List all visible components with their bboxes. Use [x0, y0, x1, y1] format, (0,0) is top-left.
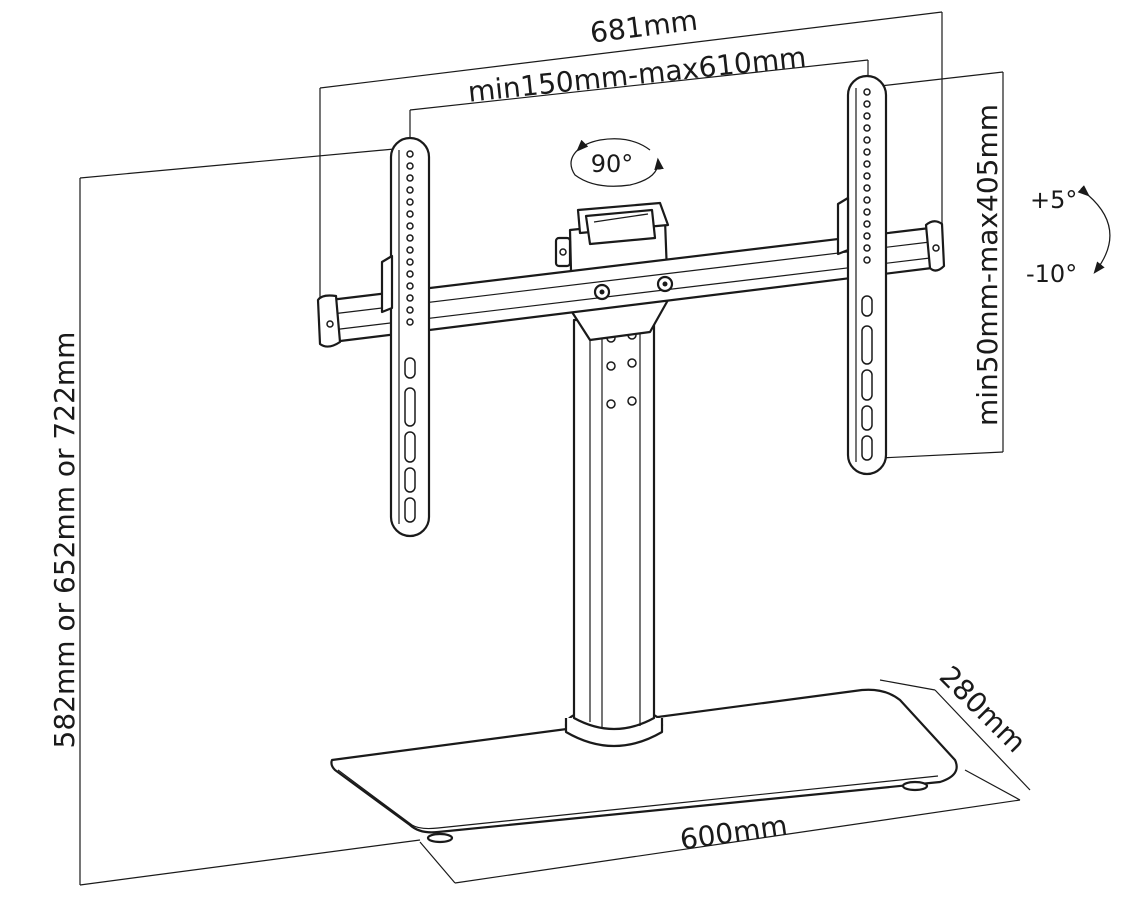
left-vesa-arm: [380, 136, 431, 538]
width-dimension-line: [319, 11, 943, 89]
base-width-dimension-line: [454, 799, 1021, 884]
base-plate: [330, 688, 958, 844]
swivel-indicator: 90°: [570, 138, 664, 187]
left-arm-slots: [404, 357, 416, 523]
height-extension-bottom: [79, 839, 421, 886]
tilt-down-label: -10°: [1026, 260, 1077, 288]
vesa-horizontal-dimension-line: [409, 59, 869, 111]
right-arm-slots: [861, 295, 873, 461]
total-width-label: 681mm: [588, 4, 699, 50]
left-arm-holes: [406, 150, 414, 326]
base-width-extension-left: [419, 841, 456, 884]
vesa-horizontal-label: min150mm-max610mm: [466, 40, 807, 108]
dimension-lines: [79, 11, 1031, 886]
base-depth-label: 280mm: [933, 659, 1033, 759]
base-width-extension-right: [964, 769, 1021, 801]
tilt-up-label: +5°: [1030, 186, 1077, 214]
base-width-label: 600mm: [678, 809, 790, 857]
support-column: [564, 318, 664, 747]
swivel-angle-label: 90°: [591, 150, 634, 178]
right-arm-holes: [863, 88, 871, 264]
height-extension-top: [79, 147, 406, 179]
right-vesa-arm: [836, 74, 888, 476]
base-foot-right: [901, 780, 929, 792]
vesa-v-extension-bottom: [879, 451, 1004, 459]
vesa-v-extension-top: [879, 71, 1004, 87]
tilt-indicator: +5° -10°: [1026, 185, 1111, 288]
vesa-vertical-label: min50mm-max405mm: [971, 104, 1004, 426]
base-foot-left: [426, 832, 454, 844]
base-depth-dimension-line: [934, 689, 1031, 791]
height-options-label: 582mm or 652mm or 722mm: [48, 332, 81, 749]
horizontal-crossbar: [316, 220, 946, 348]
base-depth-extension: [879, 679, 936, 691]
